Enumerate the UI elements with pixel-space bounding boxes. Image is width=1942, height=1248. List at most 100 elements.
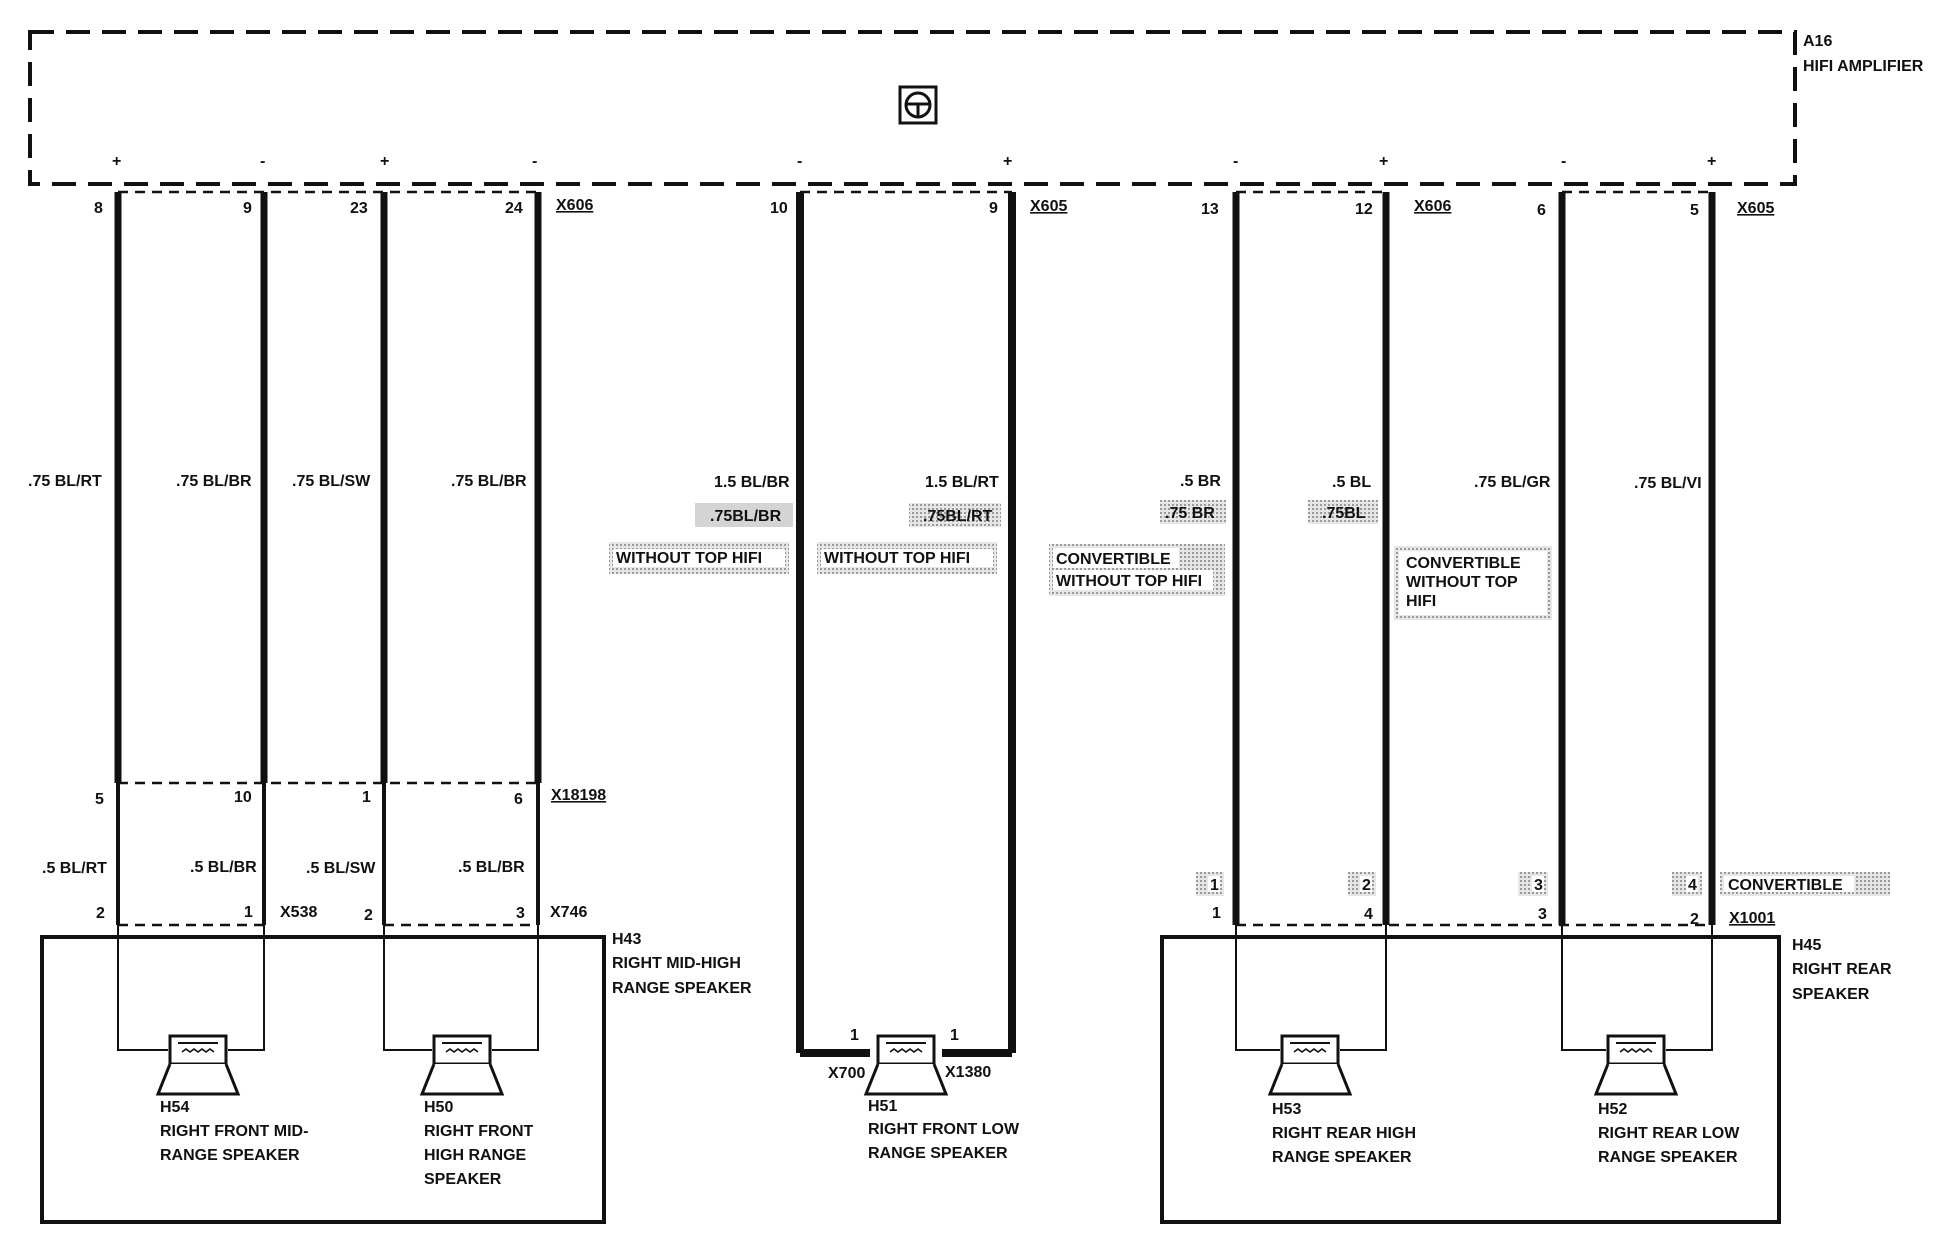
component-id: H45 xyxy=(1792,937,1821,954)
connector-label: X700 xyxy=(828,1065,865,1082)
polarity-sign: + xyxy=(380,153,389,170)
polarity-sign: - xyxy=(797,153,802,170)
component-name: RANGE SPEAKER xyxy=(1272,1149,1412,1166)
polarity-sign: - xyxy=(260,153,265,170)
wire-label: .75 BL/RT xyxy=(28,473,102,490)
connector-label: X1380 xyxy=(945,1064,991,1081)
alt-wire-label: .75 BR xyxy=(1165,505,1215,522)
speaker-icon xyxy=(420,1034,504,1096)
wire-label: .5 BL/SW xyxy=(306,860,376,877)
wire-label: .75 BL/BR xyxy=(176,473,252,490)
pin-number: 3 xyxy=(1534,877,1543,894)
connector-label: X1001 xyxy=(1729,910,1775,927)
pin-number: 13 xyxy=(1201,201,1219,218)
condition-label: CONVERTIBLE xyxy=(1406,555,1521,572)
connector-label: X605 xyxy=(1030,198,1067,215)
pin-number: 10 xyxy=(770,200,788,217)
wire-label: .5 BL/BR xyxy=(458,859,525,876)
pin-number: 23 xyxy=(350,200,368,217)
pin-number: 5 xyxy=(1690,202,1699,219)
component-name: SPEAKER xyxy=(1792,986,1870,1003)
polarity-sign: - xyxy=(532,153,537,170)
wire-label: 1.5 BL/RT xyxy=(925,474,999,491)
component-name: RANGE SPEAKER xyxy=(868,1145,1008,1162)
component-name: RIGHT MID-HIGH xyxy=(612,955,741,972)
pin-number: 5 xyxy=(95,791,104,808)
component-id: H53 xyxy=(1272,1101,1301,1118)
condition-boxes: WITHOUT TOP HIFI WITHOUT TOP HIFI CONVER… xyxy=(609,542,1552,620)
pin-number: 12 xyxy=(1355,201,1373,218)
connector-label: X606 xyxy=(556,197,593,214)
pin-number: 1 xyxy=(950,1027,959,1044)
component-id: H51 xyxy=(868,1098,897,1115)
pin-number: 3 xyxy=(516,905,525,922)
h43-speaker-box xyxy=(40,935,606,1224)
speaker-icon xyxy=(864,1034,948,1096)
h43-internal-wiring xyxy=(117,925,539,1051)
h45-speaker-box xyxy=(1160,935,1781,1224)
component-name: RIGHT FRONT LOW xyxy=(868,1121,1020,1138)
condition-label: HIFI xyxy=(1406,593,1436,610)
polarity-sign: + xyxy=(1003,153,1012,170)
condition-label: WITHOUT TOP HIFI xyxy=(824,550,970,567)
wire-label: .75 BL/GR xyxy=(1474,474,1551,491)
pin-number: 6 xyxy=(1537,202,1546,219)
pin-number: 10 xyxy=(234,789,252,806)
polarity-sign: + xyxy=(1707,153,1716,170)
wire-label: .5 BL/RT xyxy=(42,860,107,877)
pin-number: 4 xyxy=(1688,877,1697,894)
wires xyxy=(114,192,1716,1057)
pin-number: 6 xyxy=(514,791,523,808)
component-name: RANGE SPEAKER xyxy=(612,980,752,997)
component-name: SPEAKER xyxy=(424,1171,502,1188)
wire-label: .5 BL xyxy=(1332,474,1371,491)
wire-label: .75 BL/VI xyxy=(1634,475,1702,492)
pin-number: 3 xyxy=(1538,906,1547,923)
connector-label: X606 xyxy=(1414,198,1451,215)
amplifier-id: A16 xyxy=(1803,33,1832,50)
polarity-signs: + - + - - + - + - + xyxy=(112,153,1716,170)
pin-number: 9 xyxy=(989,200,998,217)
component-name: RIGHT REAR xyxy=(1792,961,1892,978)
pin-number: 4 xyxy=(1364,906,1373,923)
condition-label: WITHOUT TOP HIFI xyxy=(616,550,762,567)
connector-label: X605 xyxy=(1737,200,1774,217)
component-name: RANGE SPEAKER xyxy=(160,1147,300,1164)
condition-label: WITHOUT TOP HIFI xyxy=(1056,573,1202,590)
connector-label: X746 xyxy=(550,904,587,921)
polarity-sign: + xyxy=(112,153,121,170)
wire-label: .5 BL/BR xyxy=(190,859,257,876)
wire-label: .75 BL/SW xyxy=(292,473,371,490)
pin-number: 2 xyxy=(364,907,373,924)
wire-label: .75 BL/BR xyxy=(451,473,527,490)
polarity-sign: + xyxy=(1379,153,1388,170)
pin-number: 1 xyxy=(1210,877,1219,894)
component-id: H54 xyxy=(160,1099,189,1116)
pin-number: 2 xyxy=(1690,911,1699,928)
condition-label: WITHOUT TOP xyxy=(1406,574,1518,591)
component-id: H50 xyxy=(424,1099,453,1116)
pin-number: 2 xyxy=(1362,877,1371,894)
amplifier-name: HIFI AMPLIFIER xyxy=(1803,58,1924,75)
wire-label: .5 BR xyxy=(1180,473,1221,490)
alt-wire-label: .75BL/RT xyxy=(923,508,993,525)
pin-number: 1 xyxy=(1212,905,1221,922)
component-name: RIGHT FRONT xyxy=(424,1123,534,1140)
amplifier-box xyxy=(28,30,1797,186)
speaker-icon xyxy=(1594,1034,1678,1096)
alt-wire-label: .75BL xyxy=(1322,505,1366,522)
pin-number: 1 xyxy=(850,1027,859,1044)
pin-number: 1 xyxy=(244,904,253,921)
pin-number: 1 xyxy=(362,789,371,806)
rear-boxed-pins: 1 2 3 4 CONVERTIBLE xyxy=(1196,872,1890,896)
connector-label: X18198 xyxy=(551,787,606,804)
component-name: RIGHT REAR LOW xyxy=(1598,1125,1740,1142)
connector-label: X538 xyxy=(280,904,317,921)
component-id: H43 xyxy=(612,931,641,948)
pin-number: 8 xyxy=(94,200,103,217)
pin-number: 24 xyxy=(505,200,523,217)
alt-wire-label: .75BL/BR xyxy=(710,508,782,525)
component-name: RIGHT REAR HIGH xyxy=(1272,1125,1416,1142)
polarity-sign: - xyxy=(1561,153,1566,170)
